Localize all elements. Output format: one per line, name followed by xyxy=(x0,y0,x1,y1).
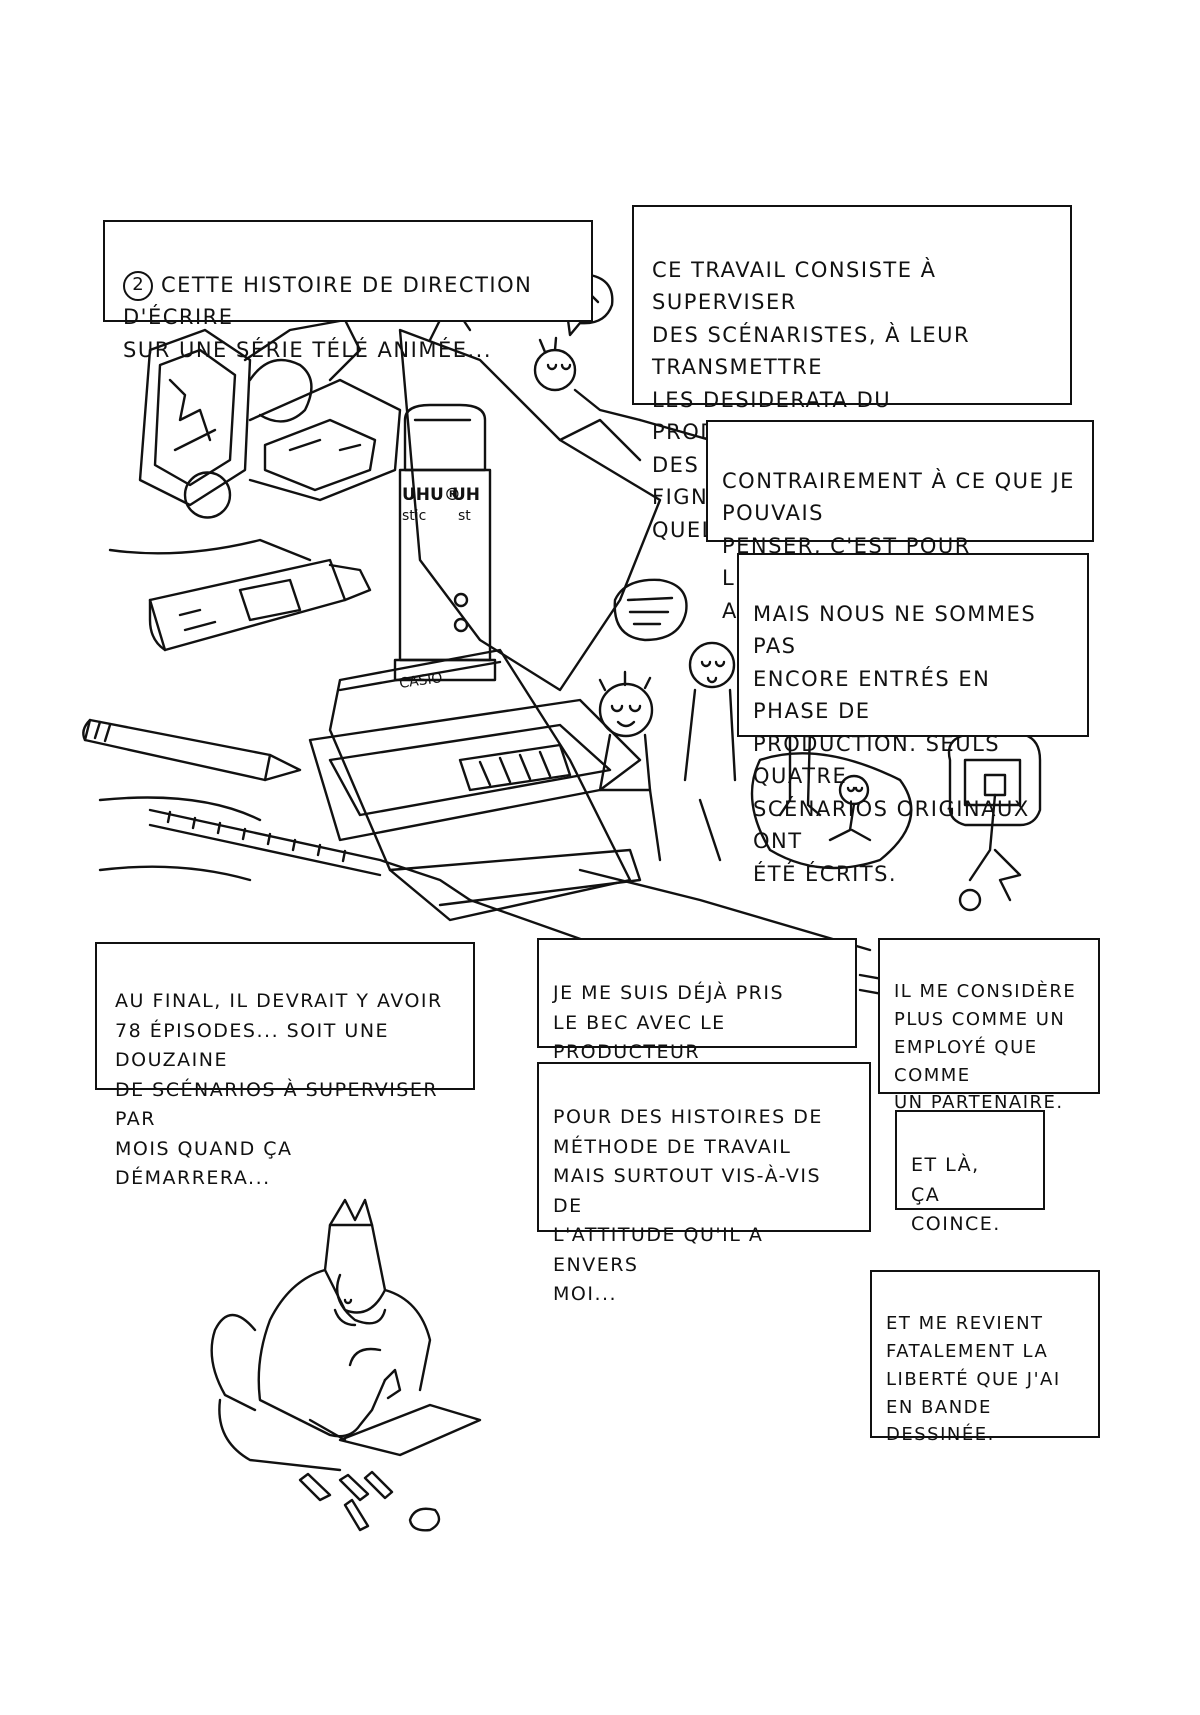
ruler xyxy=(98,796,472,902)
caption-number: 2 xyxy=(123,270,153,301)
caption-8-text: POUR DES HISTOIRES DE MÉTHODE DE TRAVAIL… xyxy=(553,1106,823,1306)
walking-legs xyxy=(750,728,913,870)
caption-7-text: IL ME CONSIDÈRE PLUS COMME UN EMPLOYÉ QU… xyxy=(894,980,1077,1114)
caption-9-text: ET LÀ, ÇA COINCE. xyxy=(911,1154,1001,1236)
caption-1-text: CETTE HISTOIRE DE DIRECTION D'ÉCRIRE SUR… xyxy=(123,272,533,362)
caption-5: AU FINAL, IL DEVRAIT Y AVOIR 78 ÉPISODES… xyxy=(95,942,475,1189)
caption-10-text: ET ME REVIENT FATALEMENT LA LIBERTÉ QUE … xyxy=(886,1312,1061,1446)
caption-4: MAIS NOUS NE SOMMES PAS ENCORE ENTRÉS EN… xyxy=(737,553,1089,886)
small-character-peeking xyxy=(533,336,712,442)
caption-10: ET ME REVIENT FATALEMENT LA LIBERTÉ QUE … xyxy=(870,1270,1100,1445)
caption-3: CONTRAIREMENT À CE QUE JE POUVAIS PENSER… xyxy=(706,420,1094,623)
glue-label-3: stic xyxy=(402,508,426,524)
calculator-label: CASIO xyxy=(398,670,443,692)
frame-object xyxy=(947,733,1042,912)
caption-6: JE ME SUIS DÉJÀ PRIS LE BEC AVEC LE PROD… xyxy=(537,938,857,1093)
tiny-speech-bubble-2 xyxy=(613,578,688,642)
caption-9: ET LÀ, ÇA COINCE. xyxy=(895,1110,1045,1235)
small-characters-group xyxy=(598,641,737,862)
glue-label-4: st xyxy=(458,508,471,524)
caption-8: POUR DES HISTOIRES DE MÉTHODE DE TRAVAIL… xyxy=(537,1062,871,1305)
caption-7: IL ME CONSIDÈRE PLUS COMME UN EMPLOYÉ QU… xyxy=(878,938,1100,1113)
caption-4-text: MAIS NOUS NE SOMMES PAS ENCORE ENTRÉS EN… xyxy=(753,601,1037,886)
calculator-drawing xyxy=(308,648,642,922)
caption-2: CE TRAVAIL CONSISTE À SUPERVISER DES SCÉ… xyxy=(632,205,1072,542)
pencil xyxy=(82,718,302,782)
glue-stick-drawing xyxy=(393,403,497,682)
markers xyxy=(148,558,372,652)
glue-label-2: UH xyxy=(452,485,480,505)
caption-5-text: AU FINAL, IL DEVRAIT Y AVOIR 78 ÉPISODES… xyxy=(115,990,443,1190)
artist-drawing xyxy=(210,1198,482,1532)
glue-label-1: UHU® xyxy=(402,485,461,505)
